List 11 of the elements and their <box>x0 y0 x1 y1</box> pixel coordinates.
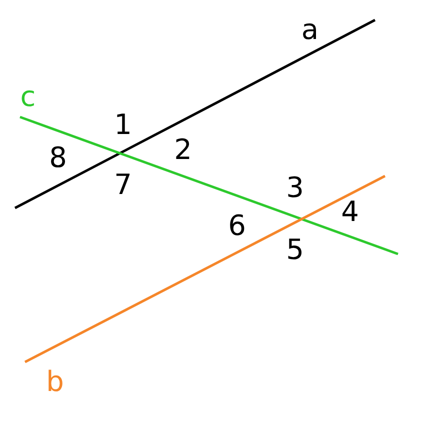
angle-number: 4 <box>341 198 359 226</box>
line-label: a <box>301 16 319 44</box>
line-label: c <box>20 83 36 111</box>
angle-number: 6 <box>228 212 246 240</box>
angle-number: 1 <box>114 111 132 139</box>
angle-number: 5 <box>286 236 304 264</box>
line-label: b <box>46 368 64 396</box>
angle-number: 7 <box>114 171 132 199</box>
angle-number: 2 <box>174 136 192 164</box>
angle-number: 8 <box>49 144 67 172</box>
angle-number: 3 <box>286 174 304 202</box>
